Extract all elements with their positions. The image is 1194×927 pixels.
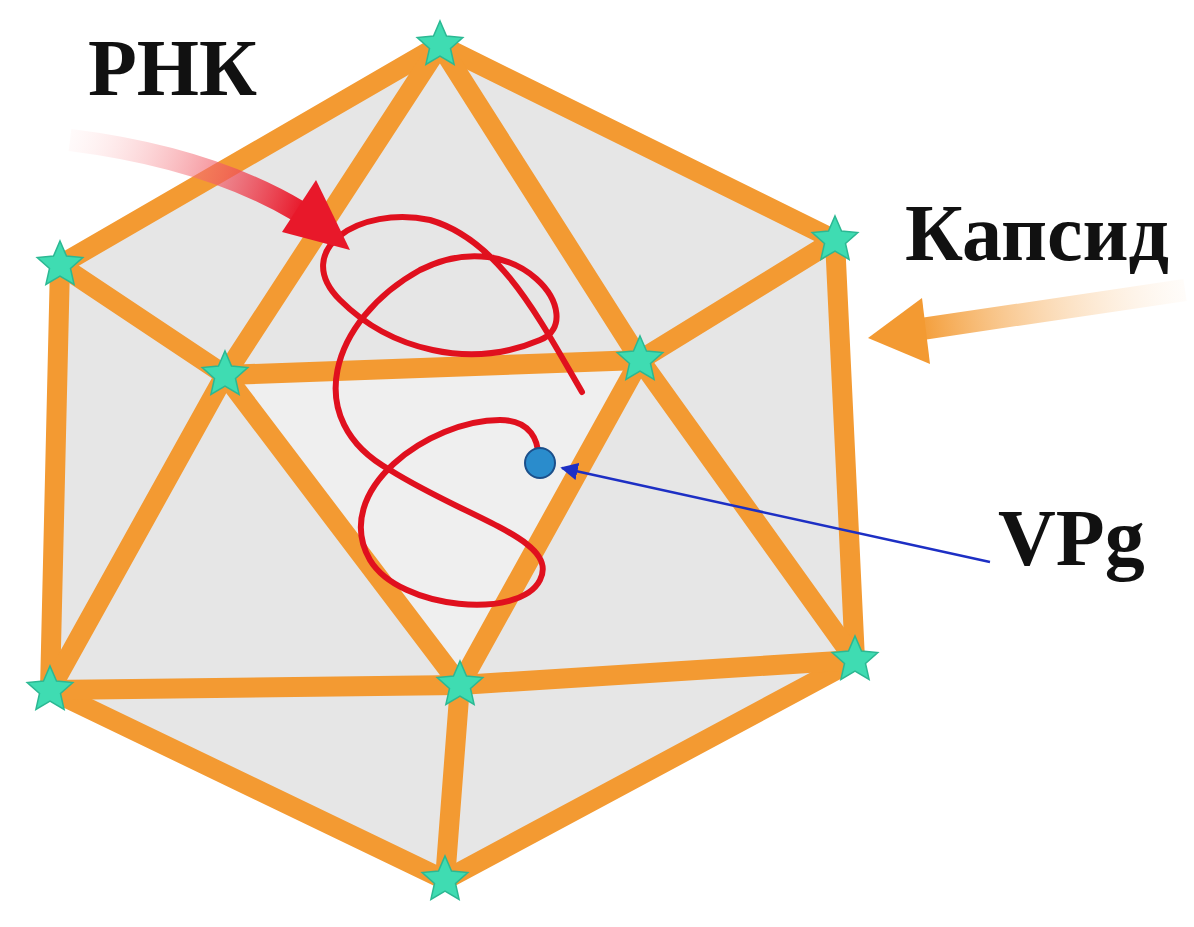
vpg-leader-line — [562, 468, 990, 562]
vertex-star — [617, 336, 663, 379]
capsid-edges — [50, 45, 855, 880]
vpg-protein — [525, 448, 555, 478]
rna-strand — [323, 217, 582, 605]
vertex-star — [812, 216, 858, 259]
capsid-pointer-head — [868, 298, 930, 364]
vertex-star — [202, 351, 248, 394]
capsid-edge — [50, 685, 460, 690]
capsid-label: Капсид — [905, 193, 1169, 273]
capsid-pointer-shaft — [915, 290, 1185, 330]
vertex-star — [422, 856, 468, 899]
capsid-edge — [640, 240, 835, 360]
capsid-edge — [445, 685, 460, 880]
vertex-star — [27, 666, 73, 709]
rna-pointer-shaft — [70, 140, 300, 212]
capsid-edge — [440, 45, 640, 360]
vertex-star — [417, 21, 463, 64]
vertex-star — [832, 636, 878, 679]
capsid-edge — [225, 360, 640, 375]
capsid-edge — [50, 45, 855, 880]
capsid-edge — [60, 265, 225, 375]
capsid-edge — [50, 375, 225, 690]
capsid-edge — [225, 45, 440, 375]
vertex-star — [437, 661, 483, 704]
capsid-edge — [460, 660, 855, 685]
vpg-label: VPg — [998, 498, 1145, 578]
vertex-stars — [27, 21, 878, 899]
rna-label: РНК — [88, 28, 257, 108]
capsid-face — [225, 360, 640, 685]
vertex-star — [37, 241, 83, 284]
capsid-face — [50, 45, 855, 880]
rna-pointer-head — [282, 180, 350, 250]
